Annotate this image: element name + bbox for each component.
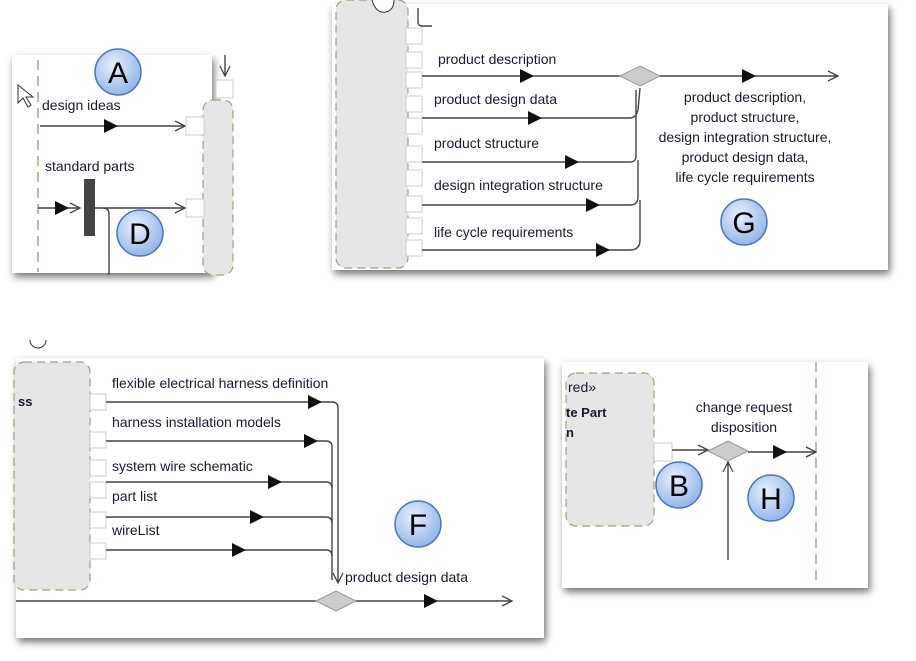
svg-text:change request: change request bbox=[696, 399, 793, 415]
activity-node[interactable] bbox=[565, 372, 655, 527]
svg-text:life cycle requirements: life cycle requirements bbox=[434, 224, 573, 240]
svg-text:product design data: product design data bbox=[434, 91, 557, 107]
badge-h: H bbox=[747, 474, 795, 522]
badge-b: B bbox=[655, 461, 703, 509]
svg-text:flexible electrical harness de: flexible electrical harness definition bbox=[112, 375, 328, 391]
svg-text:design integration structure,: design integration structure, bbox=[659, 129, 832, 145]
svg-text:product description: product description bbox=[438, 51, 556, 67]
hand-cursor-icon bbox=[371, 0, 395, 13]
svg-text:A: A bbox=[108, 57, 128, 90]
badge-g: G bbox=[720, 198, 768, 246]
svg-text:wireList: wireList bbox=[111, 522, 160, 538]
svg-text:disposition: disposition bbox=[711, 419, 777, 435]
svg-text:system wire schematic: system wire schematic bbox=[112, 458, 253, 474]
panel-g: product description product design data … bbox=[332, 0, 888, 270]
svg-text:H: H bbox=[760, 483, 782, 516]
flow-label: standard parts bbox=[45, 158, 135, 174]
svg-text:ss: ss bbox=[18, 394, 32, 409]
svg-text:red»: red» bbox=[568, 379, 596, 395]
svg-text:F: F bbox=[409, 509, 427, 542]
activity-node[interactable] bbox=[202, 99, 234, 276]
panel-bh: red» te Part n change request dispositio… bbox=[562, 362, 868, 588]
svg-text:harness installation models: harness installation models bbox=[112, 414, 281, 430]
svg-text:product structure,: product structure, bbox=[691, 109, 800, 125]
svg-text:product structure: product structure bbox=[434, 135, 539, 151]
badge-d: D bbox=[116, 209, 164, 257]
svg-text:n: n bbox=[566, 425, 574, 440]
svg-text:design integration structure: design integration structure bbox=[434, 177, 603, 193]
svg-text:te Part: te Part bbox=[566, 405, 607, 420]
svg-text:D: D bbox=[129, 218, 151, 251]
svg-text:G: G bbox=[732, 207, 755, 240]
svg-text:life cycle requirements: life cycle requirements bbox=[675, 169, 814, 185]
panel-f: ss flexible electrical harness definitio… bbox=[13, 339, 544, 638]
merge-node bbox=[706, 440, 750, 462]
cursor-icon bbox=[17, 83, 35, 108]
pin bbox=[215, 79, 234, 99]
badge-f: F bbox=[394, 500, 442, 548]
fork-bar bbox=[84, 179, 95, 236]
activity-node[interactable] bbox=[335, 0, 409, 269]
flow-label: design ideas bbox=[42, 97, 121, 113]
svg-text:B: B bbox=[669, 470, 689, 503]
svg-text:product design data: product design data bbox=[345, 569, 468, 585]
svg-text:product design data,: product design data, bbox=[682, 149, 809, 165]
svg-text:product description,: product description, bbox=[684, 89, 806, 105]
badge-a: A bbox=[94, 48, 142, 96]
svg-text:part list: part list bbox=[112, 488, 157, 504]
